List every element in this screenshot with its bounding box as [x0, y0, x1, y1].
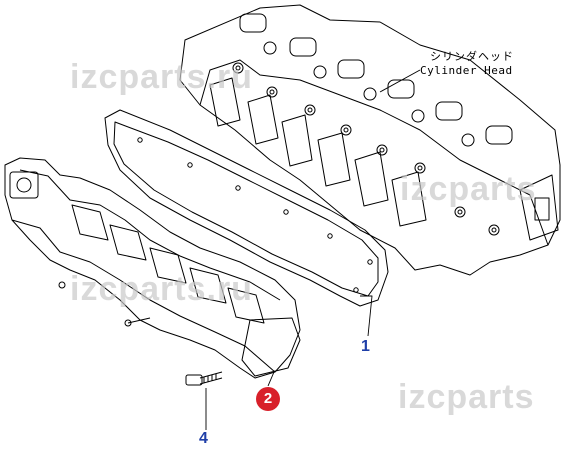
intake-manifold — [4, 157, 301, 379]
cylinder-head — [179, 4, 561, 276]
bolt — [185, 371, 223, 386]
callout-2[interactable]: 2 — [256, 387, 280, 411]
leader-line-1 — [360, 295, 373, 337]
callout-4[interactable]: 4 — [199, 430, 208, 447]
leader-line-2 — [267, 371, 275, 387]
callout-1[interactable]: 1 — [361, 338, 370, 355]
leader-line-head — [379, 69, 421, 93]
cylinder-head-label-jp: シリンダヘッド — [430, 50, 514, 63]
cylinder-head-label-en: Cylinder Head — [420, 64, 513, 77]
